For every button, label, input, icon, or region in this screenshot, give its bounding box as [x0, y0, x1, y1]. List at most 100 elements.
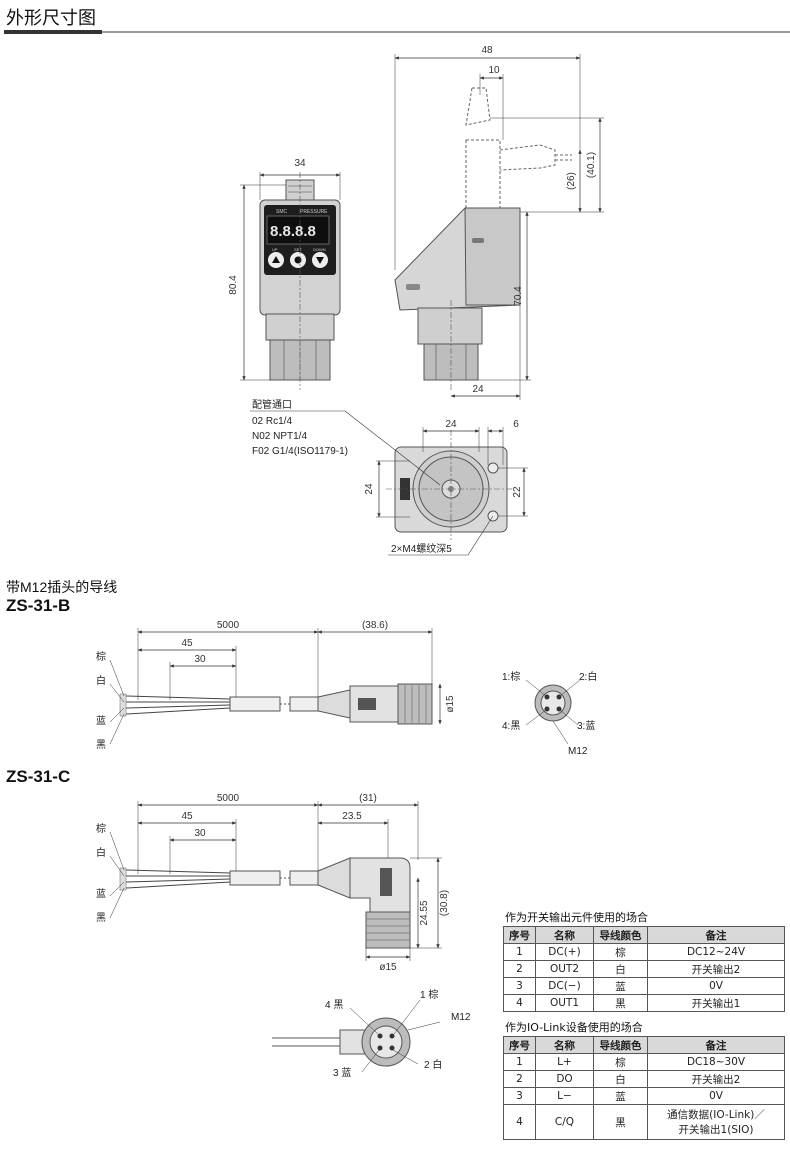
zs31c-pin2: 2 白 — [424, 1058, 442, 1071]
pressure-label: PRESSURE — [300, 209, 328, 215]
zs31c-dim-30: 30 — [194, 828, 206, 839]
col-no: 序号 — [503, 926, 536, 944]
cell: L− — [535, 1087, 594, 1105]
zs31b-pin4: 4:黑 — [502, 720, 520, 732]
col-color: 导线颜色 — [593, 1036, 648, 1054]
cell: 3 — [503, 977, 536, 995]
cell: 1 — [503, 1053, 536, 1071]
zs31b-model: ZS-31-B — [6, 596, 71, 615]
zs31c-model: ZS-31-C — [6, 767, 71, 786]
port-note-line-2: N02 NPT1/4 — [252, 431, 307, 442]
note-line-2: 开关输出1(SIO) — [678, 1124, 754, 1136]
cell: 黑 — [593, 1104, 648, 1140]
zs31b-dim-30: 30 — [194, 654, 206, 665]
cell: 白 — [593, 1070, 648, 1088]
zs31c-m12: M12 — [451, 1012, 471, 1023]
cell: 蓝 — [593, 977, 648, 995]
side-view: 48 10 (26) (40.1) 70.4 24 — [394, 45, 604, 400]
switch-table-caption: 作为开关输出元件使用的场合 — [505, 911, 648, 924]
dim-front-width: 34 — [294, 158, 306, 169]
zs31b-wire-black: 黑 — [96, 739, 106, 751]
cell: 白 — [593, 960, 648, 978]
down-label: DOWN — [313, 247, 326, 252]
zs31c-dim-5000: 5000 — [217, 793, 240, 804]
cell: 棕 — [593, 1053, 648, 1071]
mount-hole-top — [487, 462, 499, 474]
section-header: 外形尺寸图 — [0, 0, 790, 34]
dim-side-bottom: 24 — [472, 384, 484, 395]
cell: DC(−) — [535, 977, 594, 995]
brand-label: SMC — [276, 209, 288, 215]
zs31b-pin1: 1:棕 — [502, 670, 520, 683]
zs31c-drawing: 5000 (31) 45 23.5 30 24.55 (30.8) ø15 棕 … — [96, 793, 471, 1079]
zs31b-wire-brown: 棕 — [96, 650, 106, 663]
bottom-view: 24 6 24 22 配管通口 02 Rc1/4 N02 NPT1/4 F02 … — [250, 398, 528, 556]
zs31c-pin1: 1 棕 — [420, 988, 438, 1001]
dim-side-26: (26) — [566, 172, 577, 190]
port-note-line-3: F02 G1/4(ISO1179-1) — [252, 446, 348, 457]
zs31b-pin2: 2:白 — [579, 670, 597, 683]
zs31b-m12: M12 — [568, 746, 588, 757]
cell: DC18~30V — [647, 1053, 785, 1071]
cell: DC(+) — [535, 943, 594, 961]
zs31c-dim-235: 23.5 — [342, 811, 362, 822]
table-row: 1 L+ 棕 DC18~30V — [503, 1053, 785, 1071]
zs31b-drawing: 5000 (38.6) 45 30 ø15 棕 白 蓝 黑 1:棕 2:白 4:… — [96, 620, 597, 757]
zs31b-dim-386: (38.6) — [362, 620, 388, 631]
cell: DC12~24V — [647, 943, 785, 961]
dim-side-total: 48 — [481, 45, 493, 56]
col-color: 导线颜色 — [593, 926, 648, 944]
zs31c-wire-black: 黑 — [96, 912, 106, 924]
zs31c-pin3: 3 蓝 — [333, 1067, 351, 1079]
cell: 1 — [503, 943, 536, 961]
zs31b-dim-45: 45 — [181, 638, 193, 649]
iolink-table-caption: 作为IO-Link设备使用的场合 — [505, 1021, 643, 1034]
cell: 黑 — [593, 994, 648, 1012]
table-row: 4 OUT1 黑 开关输出1 — [503, 994, 785, 1012]
zs31c-dim-phi15: ø15 — [379, 962, 397, 973]
table-row: 3 DC(−) 蓝 0V — [503, 977, 785, 995]
dim-bottom-24w: 24 — [445, 419, 457, 430]
zs31b-wire-blue: 蓝 — [96, 715, 106, 727]
set-label: SET — [294, 247, 302, 252]
cell: 蓝 — [593, 1087, 648, 1105]
zs31c-dim-45: 45 — [181, 811, 193, 822]
dim-bottom-6: 6 — [513, 419, 519, 430]
cable-section-title: 带M12插头的导线 — [6, 579, 118, 595]
zs31c-dim-31: (31) — [359, 793, 377, 804]
table-row: 2 OUT2 白 开关输出2 — [503, 960, 785, 978]
cell: 开关输出2 — [647, 1070, 785, 1088]
col-no: 序号 — [503, 1036, 536, 1054]
zs31c-wire-blue: 蓝 — [96, 888, 106, 900]
cell: 2 — [503, 960, 536, 978]
zs31c-pin4: 4 黑 — [325, 999, 343, 1011]
zs31b-dim-5000: 5000 — [217, 620, 240, 631]
dim-side-top: 10 — [488, 65, 500, 76]
page-title: 外形尺寸图 — [6, 8, 96, 29]
cell: 棕 — [593, 943, 648, 961]
front-view: SMC PRESSURE 8.8.8.8 UP SET DOWN 34 80.4 — [228, 158, 341, 390]
cell: 0V — [647, 1087, 785, 1105]
col-note: 备注 — [647, 1036, 785, 1054]
zs31b-pin3: 3:蓝 — [577, 720, 595, 732]
cell: 3 — [503, 1087, 536, 1105]
mount-note: 2×M4螺纹深5 — [391, 542, 452, 555]
header-accent-bar — [4, 30, 102, 34]
cell-note-multiline: 通信数据(IO-Link)／ 开关输出1(SIO) — [647, 1104, 785, 1140]
table-row: 2 DO 白 开关输出2 — [503, 1070, 785, 1088]
note-line-1: 通信数据(IO-Link)／ — [667, 1109, 765, 1121]
lcd-digits: 8.8.8.8 — [270, 223, 316, 240]
dim-front-height: 80.4 — [228, 275, 239, 295]
zs31b-dim-phi15: ø15 — [445, 695, 456, 713]
table-row: 4 C/Q 黑 通信数据(IO-Link)／ 开关输出1(SIO) — [503, 1104, 785, 1140]
cell: DO — [535, 1070, 594, 1088]
table-row: 3 L− 蓝 0V — [503, 1087, 785, 1105]
port-note-title: 配管通口 — [252, 398, 292, 411]
cell: 4 — [503, 1104, 536, 1140]
cell: OUT2 — [535, 960, 594, 978]
zs31b-wire-white: 白 — [96, 674, 106, 687]
dim-side-401: (40.1) — [586, 152, 597, 178]
zs31c-wire-white: 白 — [96, 846, 106, 859]
cell: 开关输出1 — [647, 994, 785, 1012]
